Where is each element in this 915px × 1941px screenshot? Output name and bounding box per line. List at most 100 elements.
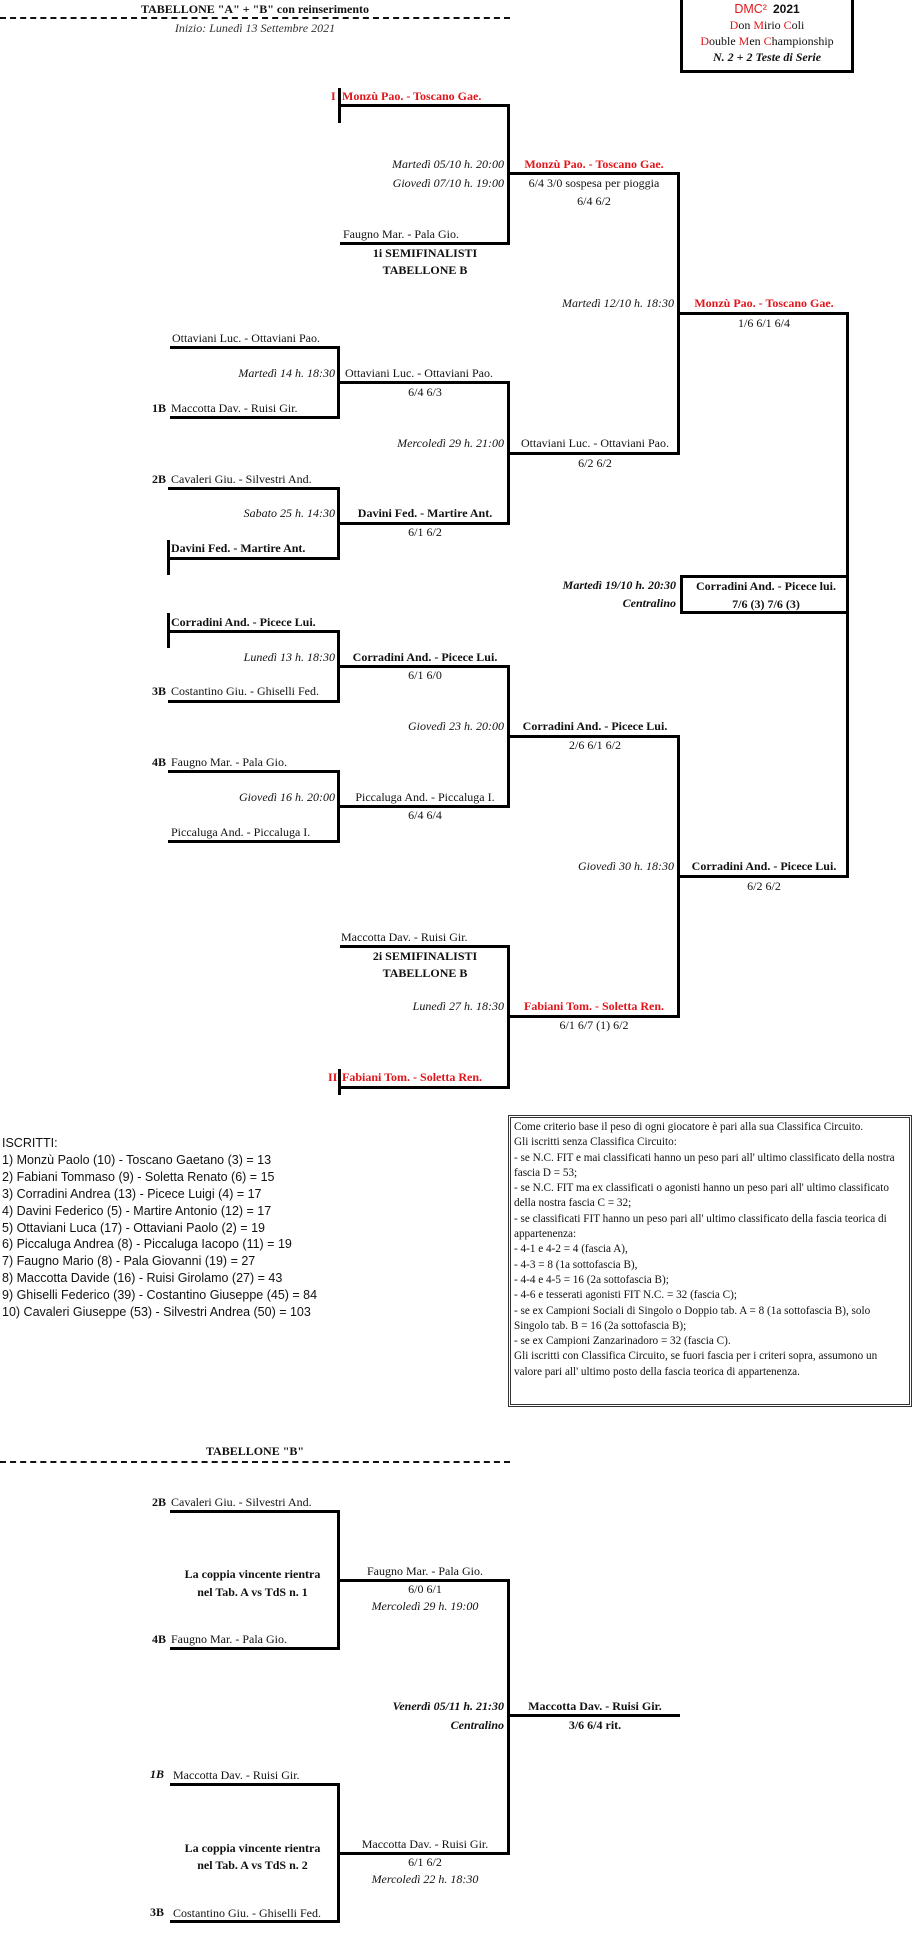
note-line: - se ex Campioni Zanzarinadoro = 32 (fas… [514, 1335, 731, 1348]
b-m1-winner: Faugno Mar. - Pala Gio. [367, 1564, 483, 1578]
b-m1-note-2: nel Tab. A vs TdS n. 1 [197, 1585, 308, 1599]
r1-m2-score: 6/1 6/2 [408, 525, 442, 539]
bracket-line [337, 381, 510, 384]
bracket-line [337, 1852, 510, 1855]
r1-m4-winner: Piccaluga And. - Piccaluga I. [355, 790, 495, 804]
note-line: - se classificati FIT hanno un peso pari… [514, 1212, 887, 1241]
bracket-line [170, 346, 340, 349]
iscritti-item: 6) Piccaluga Andrea (8) - Piccaluga Iaco… [2, 1237, 292, 1252]
iscritti-item: 2) Fabiani Tommaso (9) - Soletta Renato … [2, 1169, 275, 1184]
r1-m2-top-seed: 2B [152, 472, 167, 486]
note-line: Gli iscritti con Classifica Circuito, se… [514, 1350, 878, 1378]
seed-1-pair: Monzù Pao. - Toscano Gae. [342, 89, 482, 103]
r1-m2-date: Sabato 25 h. 14:30 [243, 506, 335, 520]
header-divider [0, 17, 510, 19]
r1-m4-score: 6/4 6/4 [408, 808, 442, 822]
bracket-line [168, 700, 340, 703]
note-line: - 4-3 = 8 (1a sottofascia B), [514, 1258, 638, 1271]
r2-m4-winner: Fabiani Tom. - Soletta Ren. [523, 999, 664, 1013]
bracket-line [168, 557, 340, 560]
bracket-line [507, 452, 680, 455]
semi2-winner: Corradini And. - Picece Lui. [691, 859, 837, 873]
r1-m1-top: Ottaviani Luc. - Ottaviani Pao. [172, 331, 320, 345]
bracket-line [846, 312, 849, 875]
bracket-line [337, 522, 510, 525]
iscritti-item: 10) Cavaleri Giuseppe (53) - Silvestri A… [2, 1305, 311, 1320]
r2-m1-date1: Martedì 05/10 h. 20:00 [392, 157, 504, 171]
bracket-line [168, 840, 340, 843]
iscritti-item: 1) Monzù Paolo (10) - Toscano Gaetano (3… [2, 1152, 272, 1167]
bracket-line [168, 770, 340, 773]
note-line: Come criterio base il peso di ogni gioca… [514, 1121, 864, 1133]
note-line: - se N.C. FIT e mai classificati hanno u… [514, 1151, 895, 1179]
logo-year: 2021 [772, 2, 800, 16]
page-title: TABELLONE "A" + "B" con reinserimento [140, 2, 370, 16]
b-m2-bottom: Costantino Giu. - Ghiselli Fed. [173, 1906, 321, 1920]
note-line: - 4-4 e 4-5 = 16 (2a sottofascia B); [514, 1273, 669, 1286]
tabellone-b-divider [0, 1461, 510, 1463]
note-line: Gli iscritti senza Classifica Circuito: [514, 1136, 677, 1149]
bracket-line [677, 312, 680, 454]
note-line: - 4-1 e 4-2 = 4 (fascia A), [514, 1243, 628, 1256]
r1-m1-bottom: Maccotta Dav. - Ruisi Gir. [171, 401, 298, 415]
b-m1-top: Cavaleri Giu. - Silvestri And. [171, 1495, 312, 1509]
note-line: - se ex Campioni Sociali di Singolo o Do… [514, 1304, 871, 1332]
r1-m4-top-seed: 4B [152, 755, 167, 769]
bracket-line [680, 575, 849, 578]
r2-m1-score1: 6/4 3/0 sospesa per pioggia [528, 176, 660, 190]
b-m1-top-seed: 2B [152, 1495, 167, 1509]
semi1-date: Martedì 12/10 h. 18:30 [562, 296, 674, 310]
r2-m3-date: Giovedì 23 h. 20:00 [408, 719, 504, 733]
r1-m3-bottom-seed: 3B [152, 684, 167, 698]
bracket-line [170, 1783, 340, 1786]
iscritti-item: 3) Corradini Andrea (13) - Picece Luigi … [2, 1186, 262, 1201]
note-line: - se N.C. FIT ma ex classificati o agoni… [514, 1182, 889, 1210]
r2-m2-winner: Ottaviani Luc. - Ottaviani Pao. [521, 436, 669, 450]
bracket-line [167, 540, 170, 575]
r1-m4-date: Giovedì 16 h. 20:00 [239, 790, 335, 804]
bracket-line [170, 1647, 340, 1650]
tabellone-b-title: TABELLONE "B" [205, 1444, 305, 1458]
r1-m3-winner: Corradini And. - Picece Lui. [352, 650, 498, 664]
b-m2-note-2: nel Tab. A vs TdS n. 2 [197, 1858, 308, 1872]
logo-brand: DMC² [734, 2, 767, 16]
bracket-line [680, 611, 849, 614]
bracket-line [170, 1920, 340, 1923]
bracket-line [168, 487, 340, 490]
bracket-line [337, 665, 510, 668]
semi1-label-2: TABELLONE B [382, 263, 468, 277]
bracket-line [337, 805, 510, 808]
b-m1-score: 6/0 6/1 [408, 1582, 442, 1596]
bracket-line [507, 1714, 680, 1717]
b-m1-bottom: Faugno Mar. - Pala Gio. [171, 1632, 287, 1646]
seed-2-label: II [328, 1070, 338, 1084]
r2-m2-date: Mercoledì 29 h. 21:00 [397, 436, 504, 450]
r2-m3-winner: Corradini And. - Picece Lui. [522, 719, 668, 733]
final-winner: Corradini And. - Picece lui. [696, 579, 836, 593]
b-m2-top-seed: 1B [150, 1767, 165, 1781]
r2-m4-score: 6/1 6/7 (1) 6/2 [559, 1018, 629, 1032]
bracket-line [507, 1015, 680, 1018]
r1-m3-top: Corradini And. - Picece Lui. [171, 615, 316, 629]
bracket-line [680, 575, 683, 613]
r2-m3-score: 2/6 6/1 6/2 [568, 738, 621, 752]
iscritti-item: 4) Davini Federico (5) - Martire Antonio… [2, 1203, 272, 1218]
final-score: 7/6 (3) 7/6 (3) [732, 597, 800, 611]
bracket-line [168, 630, 340, 633]
bracket-line [338, 1069, 341, 1095]
b-final-venue: Centralino [450, 1718, 504, 1732]
criteria-note-box: Come criterio base il peso di ogni gioca… [508, 1115, 912, 1407]
r1-m3-date: Lunedì 13 h. 18:30 [243, 650, 335, 664]
b-m1-bottom-seed: 4B [152, 1632, 167, 1646]
b-m2-bottom-seed: 3B [150, 1905, 165, 1919]
seed-2-pair: Fabiani Tom. - Soletta Ren. [342, 1070, 483, 1084]
semi1-score: 1/6 6/1 6/4 [737, 316, 790, 330]
r1-m3-bottom: Costantino Giu. - Ghiselli Fed. [171, 684, 319, 698]
semi1-winner: Monzù Pao. - Toscano Gae. [694, 296, 834, 310]
semi2-date: Giovedì 30 h. 18:30 [578, 859, 674, 873]
bracket-line [507, 735, 680, 738]
semi2-label-2: TABELLONE B [382, 966, 468, 980]
final-venue: Centralino [622, 596, 676, 610]
r1-m3-score: 6/1 6/0 [408, 668, 442, 682]
bracket-line [677, 312, 849, 315]
